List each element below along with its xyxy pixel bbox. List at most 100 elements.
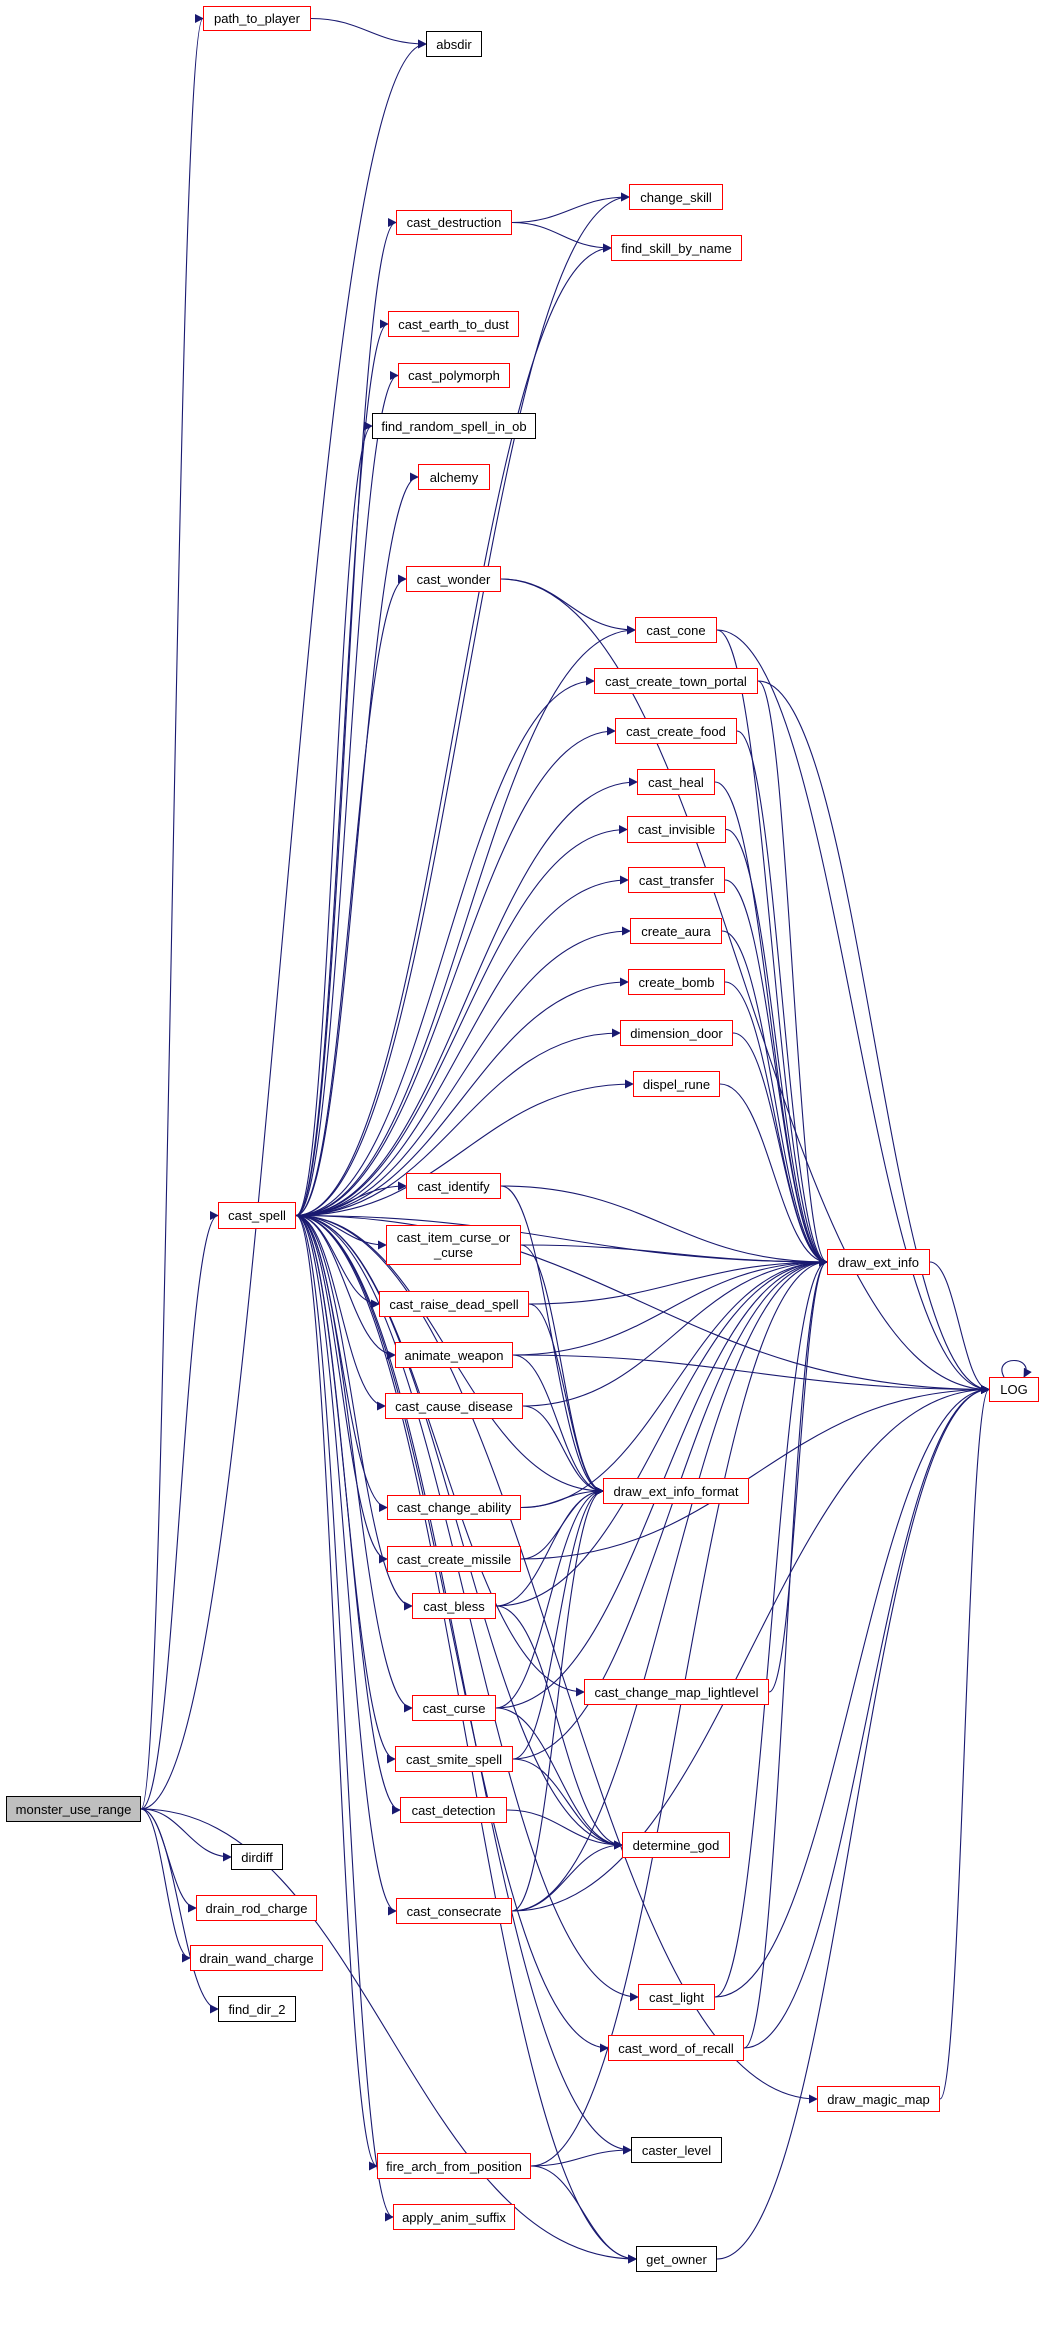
edge-cast_spell-to-create_bomb [295, 977, 629, 1217]
node-cast-cone[interactable]: cast_cone [635, 617, 717, 643]
edge-cast_consecrate-to-draw_ext_info_format [511, 1486, 604, 1912]
node-draw-ext-info[interactable]: draw_ext_info [827, 1249, 930, 1275]
edge-cast_spell-to-cast_cone [295, 625, 636, 1217]
node-determine-god[interactable]: determine_god [622, 1832, 730, 1858]
edge-cast_wonder-to-cast_cone [500, 578, 636, 635]
node-cast-smite-spell[interactable]: cast_smite_spell [395, 1746, 513, 1772]
edge-cast_spell-to-cast_cause_disease [295, 1214, 386, 1411]
node-cast-raise-dead-spell[interactable]: cast_raise_dead_spell [379, 1291, 529, 1317]
edge-cast_word_of_recall-to-LOG [743, 1385, 990, 2049]
node-cast-change-ability[interactable]: cast_change_ability [387, 1495, 521, 1520]
node-cast-create-town-portal[interactable]: cast_create_town_portal [594, 668, 758, 694]
node-cast-bless[interactable]: cast_bless [412, 1593, 496, 1619]
edge-animate_weapon-to-draw_ext_info_format [512, 1354, 604, 1496]
edge-fire_arch_from_position-to-caster_level [530, 2145, 632, 2167]
edge-path_to_player-to-absdir [310, 17, 427, 49]
node-LOG[interactable]: LOG [989, 1377, 1039, 1402]
node-cast-identify[interactable]: cast_identify [406, 1173, 501, 1199]
edge-cast_spell-to-cast_change_ability [295, 1214, 388, 1512]
node-cast-invisible[interactable]: cast_invisible [627, 816, 726, 843]
node-drain-rod-charge[interactable]: drain_rod_charge [196, 1895, 317, 1921]
node-dispel-rune[interactable]: dispel_rune [633, 1071, 720, 1097]
edge-cast_spell-to-cast_consecrate [295, 1214, 397, 1916]
edge-cast_spell-to-find_skill_by_name [295, 243, 612, 1217]
edge-cast_spell-to-apply_anim_suffix [295, 1214, 394, 2222]
edge-cast_spell-to-cast_create_missile [295, 1214, 388, 1564]
edge-cast_spell-to-cast_heal [295, 777, 638, 1217]
node-cast-consecrate[interactable]: cast_consecrate [396, 1898, 512, 1924]
edge-cast_spell-to-get_owner [295, 1214, 637, 2264]
node-dimension-door[interactable]: dimension_door [620, 1020, 733, 1046]
edge-LOG-to-LOG [1001, 1359, 1032, 1378]
node-create-bomb[interactable]: create_bomb [628, 969, 725, 995]
node-cast-transfer[interactable]: cast_transfer [628, 867, 725, 893]
node-cast-create-missile[interactable]: cast_create_missile [387, 1546, 521, 1572]
edge-cast_spell-to-cast_polymorph [295, 371, 399, 1217]
node-find-random-spell-in-ob: find_random_spell_in_ob [372, 413, 536, 439]
node-get-owner: get_owner [636, 2246, 717, 2272]
edge-cast_cause_disease-to-draw_ext_info_format [522, 1405, 604, 1496]
edge-create_aura-to-draw_ext_info [721, 930, 828, 1267]
edge-fire_arch_from_position-to-get_owner [530, 2165, 637, 2264]
node-cast-create-food[interactable]: cast_create_food [615, 718, 737, 744]
node-cast-wonder[interactable]: cast_wonder [406, 566, 501, 592]
edge-cast_detection-to-determine_god [506, 1809, 623, 1850]
edge-dimension_door-to-draw_ext_info [732, 1032, 828, 1267]
node-draw-magic-map[interactable]: draw_magic_map [817, 2086, 940, 2112]
node-cast-cause-disease[interactable]: cast_cause_disease [385, 1393, 523, 1419]
edge-draw_magic_map-to-LOG [939, 1385, 990, 2100]
edge-monster_use_range-to-find_dir_2 [140, 1808, 219, 2014]
edge-cast_curse-to-draw_ext_info_format [495, 1486, 604, 1709]
edge-cast_spell-to-cast_transfer [295, 875, 629, 1217]
node-fire-arch-from-position[interactable]: fire_arch_from_position [377, 2153, 531, 2179]
edge-cast_cone-to-draw_ext_info [716, 629, 828, 1267]
edge-cast_spell-to-draw_magic_map [295, 1214, 818, 2104]
edge-cast_word_of_recall-to-draw_ext_info [743, 1257, 828, 2049]
node-apply-anim-suffix[interactable]: apply_anim_suffix [393, 2204, 515, 2230]
node-cast-heal[interactable]: cast_heal [637, 769, 715, 795]
node-drain-wand-charge[interactable]: drain_wand_charge [190, 1945, 323, 1971]
edge-create_bomb-to-draw_ext_info [724, 981, 828, 1267]
node-draw-ext-info-format[interactable]: draw_ext_info_format [603, 1478, 749, 1504]
node-cast-word-of-recall[interactable]: cast_word_of_recall [608, 2035, 744, 2061]
edge-cast_change_map_lightlevel-to-draw_ext_info [768, 1257, 828, 1693]
edge-cast_spell-to-draw_ext_info [295, 1214, 828, 1267]
node-cast-curse[interactable]: cast_curse [412, 1695, 496, 1721]
edge-cast_spell-to-cast_wonder [295, 574, 407, 1217]
edge-monster_use_range-to-dirdiff [140, 1808, 232, 1862]
edge-monster_use_range-to-get_owner [140, 1808, 637, 2264]
node-cast-change-map-lightlevel[interactable]: cast_change_map_lightlevel [584, 1679, 769, 1705]
node-cast-earth-to-dust[interactable]: cast_earth_to_dust [388, 311, 519, 337]
edge-cast_spell-to-change_skill [295, 192, 630, 1217]
edge-cast_smite_spell-to-draw_ext_info [512, 1257, 828, 1760]
edge-cast_spell-to-find_random_spell_in_ob [295, 421, 373, 1217]
edge-cast_cause_disease-to-draw_ext_info [522, 1257, 828, 1407]
edge-cast_change_ability-to-draw_ext_info [520, 1257, 828, 1509]
edge-cast_spell-to-dimension_door [295, 1028, 621, 1217]
node-cast-item-curse-or-curse[interactable]: cast_item_curse_or _curse [386, 1225, 521, 1265]
node-monster-use-range: monster_use_range [6, 1796, 141, 1822]
edge-animate_weapon-to-draw_ext_info [512, 1257, 828, 1356]
node-path-to-player[interactable]: path_to_player [203, 6, 311, 31]
edge-cast_consecrate-to-determine_god [511, 1840, 623, 1912]
node-find-skill-by-name[interactable]: find_skill_by_name [611, 235, 742, 261]
edge-cast_bless-to-draw_ext_info_format [495, 1486, 604, 1607]
edge-get_owner-to-LOG [716, 1385, 990, 2260]
edge-dispel_rune-to-draw_ext_info [719, 1083, 828, 1267]
node-cast-polymorph[interactable]: cast_polymorph [398, 363, 510, 388]
node-change-skill[interactable]: change_skill [629, 184, 723, 210]
node-cast-light[interactable]: cast_light [638, 1984, 715, 2010]
edge-cast_light-to-LOG [714, 1385, 990, 1998]
edge-cast_transfer-to-draw_ext_info [724, 879, 828, 1267]
node-alchemy[interactable]: alchemy [418, 464, 490, 490]
edge-cast_spell-to-cast_detection [295, 1214, 401, 1815]
node-cast-spell[interactable]: cast_spell [218, 1202, 296, 1229]
edge-monster_use_range-to-path_to_player [140, 14, 204, 1810]
node-animate-weapon[interactable]: animate_weapon [395, 1342, 513, 1368]
edge-cast_curse-to-determine_god [495, 1707, 623, 1850]
node-cast-detection[interactable]: cast_detection [400, 1797, 507, 1823]
node-create-aura[interactable]: create_aura [630, 918, 722, 944]
node-cast-destruction[interactable]: cast_destruction [396, 210, 512, 235]
